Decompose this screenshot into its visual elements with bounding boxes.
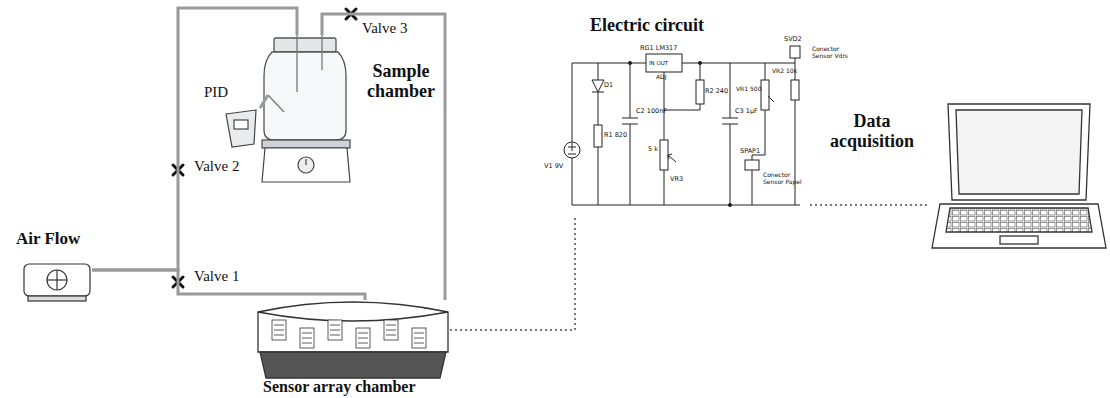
- component-label: Conector Sensor Vdrs: [812, 46, 852, 59]
- laptop: [932, 104, 1106, 248]
- air-tube: [322, 14, 445, 300]
- pid-detector: [226, 110, 256, 147]
- node-label: Sensor array chamber: [263, 378, 416, 396]
- hotplate: [262, 140, 350, 182]
- node-label: Electric circuit: [590, 16, 704, 36]
- component-label: RG1 LM317: [640, 45, 677, 52]
- component-label: R1 820: [604, 132, 627, 139]
- component-label: C3 1µF: [735, 108, 758, 115]
- gas-sensor: [272, 320, 426, 348]
- node-label: Data acquisition: [818, 112, 926, 152]
- valve-symbol: [173, 9, 356, 287]
- node-label: PID: [204, 84, 228, 101]
- component-label: D1: [604, 82, 613, 89]
- air-pump-node: Air Flow: [22, 260, 92, 304]
- node-label: Air Flow: [16, 230, 80, 249]
- component-label: VR2 10k: [772, 68, 797, 75]
- air-tube: [92, 8, 297, 270]
- node-label: Sample chamber: [360, 62, 442, 102]
- sensor-chamber: [258, 302, 448, 378]
- air-pump: [24, 264, 90, 301]
- valve-label: Valve 1: [194, 268, 239, 285]
- laptop-node: Data acquisition: [930, 100, 1108, 250]
- component-label: VR3: [670, 176, 683, 183]
- sample-chamber-node: Sample chamber: [262, 35, 350, 185]
- valve-label: Valve 3: [362, 20, 407, 37]
- valve-label: Valve 2: [194, 158, 239, 175]
- component-label: 5 k: [648, 146, 658, 153]
- component-label: Conector Sensor Papel: [763, 172, 803, 185]
- sensor-chamber-node: Sensor array chamber: [255, 300, 450, 378]
- signal-line: [810, 204, 930, 206]
- signal-line: [450, 215, 575, 330]
- sample-jar: [264, 35, 346, 140]
- circuit-node: Electric circuit: [560, 40, 810, 215]
- component-label: ADJ: [656, 74, 667, 81]
- component-label: SPAP1: [740, 148, 760, 155]
- component-label: SVD2: [784, 36, 802, 43]
- component-label: R2 240: [705, 88, 728, 95]
- pid-node: PID: [222, 108, 260, 148]
- component-label: IN OUT: [649, 60, 668, 66]
- component-label: V1 9V: [544, 163, 563, 170]
- component-label: VR1 500: [736, 86, 761, 93]
- component-label: C2 100nF: [636, 108, 667, 115]
- probe-wire: [260, 95, 268, 108]
